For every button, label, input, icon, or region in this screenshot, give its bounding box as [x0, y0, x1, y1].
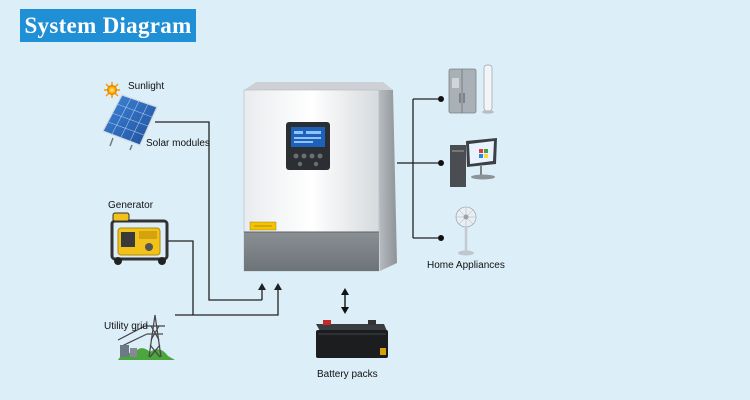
grid-line — [175, 289, 279, 316]
plug-dot — [438, 96, 444, 102]
diagram-title: System Diagram — [24, 12, 192, 38]
sun-icon — [104, 82, 120, 98]
generator-line — [168, 240, 194, 315]
tower-fan-icon — [482, 64, 494, 114]
label-utility-grid: Utility grid — [104, 321, 148, 332]
solar-panel-icon — [102, 94, 158, 151]
plug-dot — [438, 160, 444, 166]
label-battery-packs: Battery packs — [317, 369, 378, 380]
windows-logo-icon — [479, 149, 488, 158]
solar-line — [155, 121, 262, 301]
plug-dot — [438, 235, 444, 241]
label-generator: Generator — [108, 200, 154, 211]
label-home-appliances: Home Appliances — [427, 260, 505, 271]
double-arrow-icon — [341, 288, 349, 314]
arrow-head — [274, 283, 282, 290]
power-tower-icon — [117, 314, 175, 360]
input-arrows — [258, 283, 282, 290]
title-banner: System Diagram — [20, 9, 196, 42]
refrigerator-icon — [448, 68, 477, 114]
connection-lines — [155, 98, 438, 316]
generator-icon — [110, 212, 169, 265]
label-solar-modules: Solar modules — [146, 138, 210, 149]
fan-icon — [455, 206, 477, 256]
inverter-device — [243, 82, 397, 272]
battery-icon — [316, 320, 388, 358]
arrow-head — [258, 283, 266, 290]
output-plugs — [438, 96, 444, 241]
label-sunlight: Sunlight — [128, 81, 165, 92]
computer-icon — [450, 138, 497, 187]
